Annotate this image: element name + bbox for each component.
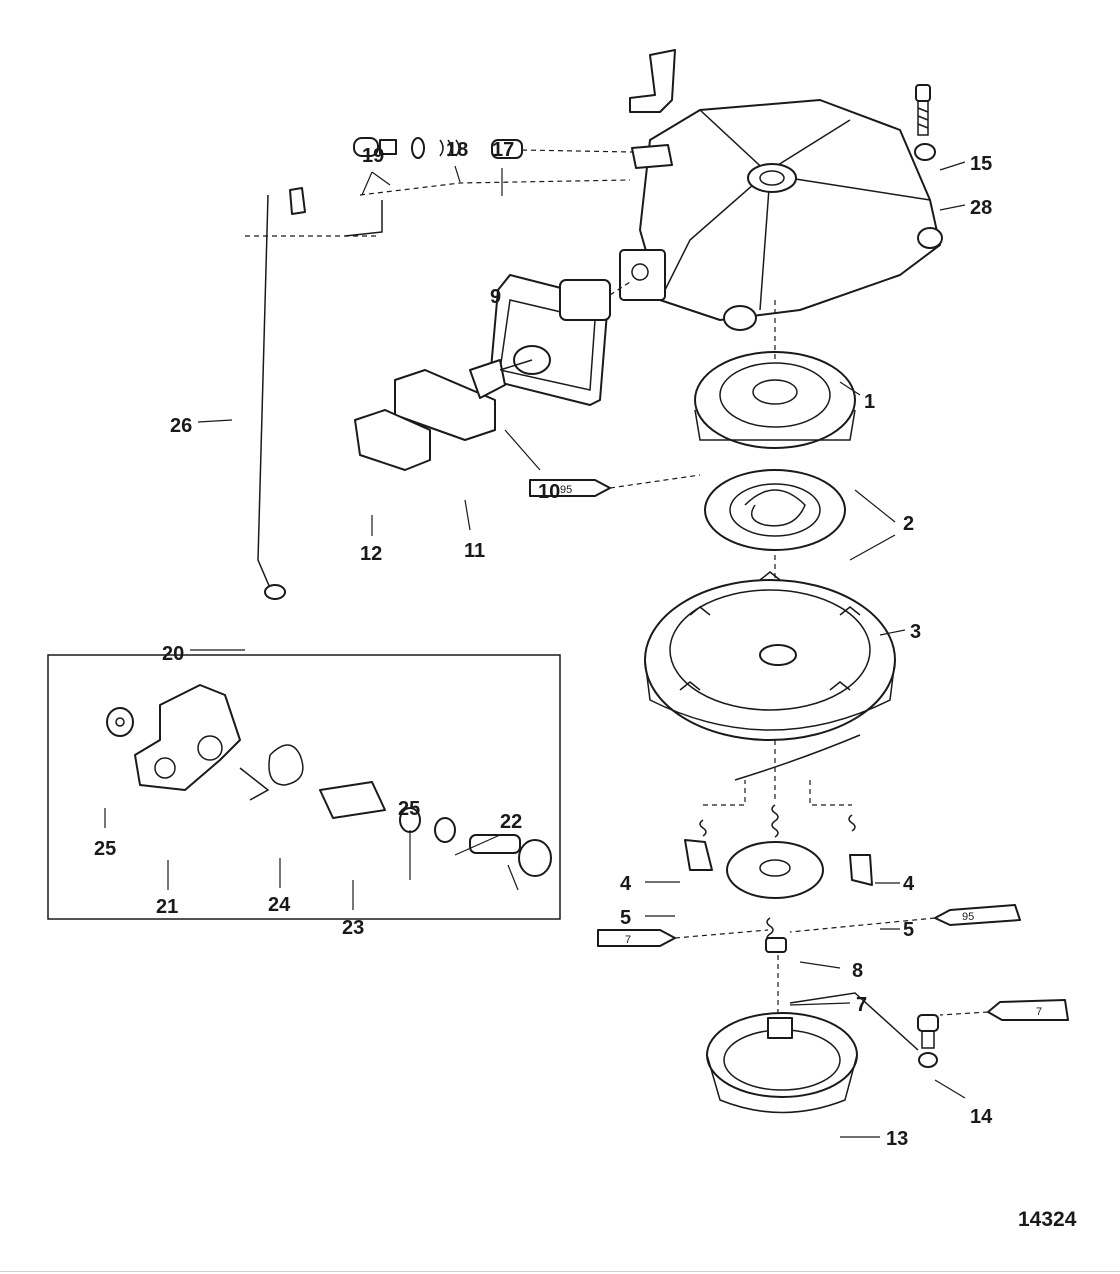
rope-pulley [644, 571, 896, 741]
callout-26: 26 [170, 415, 192, 437]
start-handle [354, 359, 533, 471]
tube-label-95-upper: 95 [560, 484, 572, 496]
callout-5-left: 5 [620, 907, 631, 929]
figure-number: 14324 [1018, 1208, 1077, 1231]
callout-25-left: 25 [94, 838, 116, 860]
neutral-start-cover [489, 274, 631, 406]
inset-box [47, 654, 561, 920]
leader-lines [104, 161, 966, 1138]
callout-1: 1 [864, 391, 875, 413]
callout-3: 3 [910, 621, 921, 643]
pawls-and-springs [684, 780, 873, 886]
rewind-spring-housing [694, 351, 856, 449]
pawl-retainer [726, 841, 824, 899]
interlock-small-parts [353, 137, 633, 159]
callout-labels: 1 2 2 3 4 4 5 5 7 8 9 10 11 12 13 14 15 … [94, 139, 993, 1150]
callout-15: 15 [970, 153, 992, 175]
callout-11: 11 [464, 540, 485, 562]
callout-5-right: 5 [903, 919, 914, 941]
callout-17: 17 [492, 139, 514, 161]
callout-28: 28 [970, 197, 992, 219]
callout-18: 18 [446, 139, 468, 161]
callout-2-upper: 2 [903, 513, 914, 535]
tube-labels: 95 95 7 7 [560, 484, 1042, 1018]
tube-label-7-right: 7 [1036, 1006, 1042, 1018]
retainer-screw [765, 917, 787, 953]
callout-21: 21 [156, 896, 178, 918]
callout-8: 8 [852, 960, 863, 982]
callout-19: 19 [362, 145, 384, 167]
callout-9: 9 [490, 286, 501, 308]
callout-4-right: 4 [903, 873, 915, 895]
callout-22: 22 [500, 811, 522, 833]
callout-14: 14 [970, 1106, 993, 1128]
callout-24: 24 [268, 894, 291, 916]
starter-housing [619, 99, 943, 331]
cup-screw [789, 992, 939, 1068]
callout-13: 13 [886, 1128, 908, 1150]
rewind-spring [704, 469, 846, 551]
callout-7: 7 [856, 994, 867, 1016]
callout-12: 12 [360, 543, 382, 565]
stop-lever [629, 49, 676, 169]
callout-20: 20 [162, 643, 184, 665]
starter-rope [734, 734, 861, 781]
sealant-tubes [529, 474, 1069, 1021]
link-rod [257, 187, 306, 600]
callout-4-left: 4 [620, 873, 632, 895]
assembly-lines [245, 179, 779, 1018]
inset-parts [106, 684, 552, 877]
tube-label-95-right: 95 [962, 911, 974, 923]
tube-label-7-left: 7 [625, 934, 631, 946]
callout-10: 10 [538, 481, 560, 503]
callout-25-center: 25 [398, 798, 420, 820]
bottom-border [0, 1271, 1120, 1272]
starter-cup [706, 1012, 858, 1114]
housing-bolt [914, 84, 936, 161]
callout-23: 23 [342, 917, 364, 939]
